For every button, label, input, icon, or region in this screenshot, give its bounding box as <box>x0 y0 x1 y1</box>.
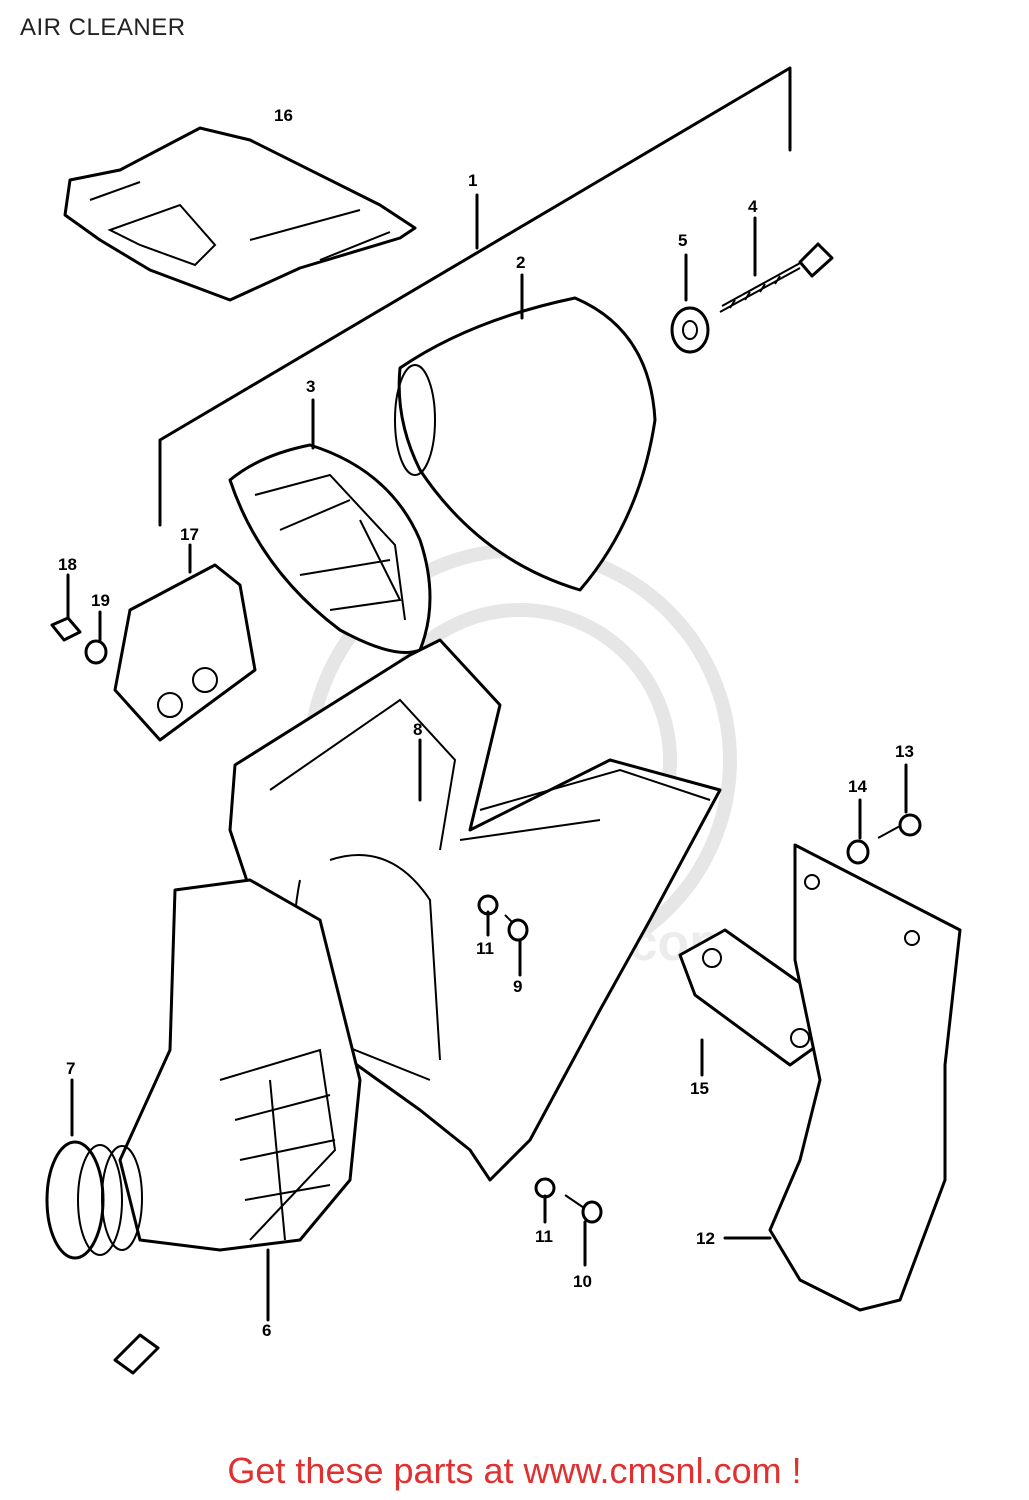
callout-14: 14 <box>848 777 867 796</box>
callout-6: 6 <box>262 1321 271 1340</box>
part-1-bracket <box>158 66 792 527</box>
callout-16: 16 <box>274 106 293 125</box>
callout-4: 4 <box>748 197 758 216</box>
small-clip <box>113 1333 160 1375</box>
part-18-bolt <box>50 573 82 642</box>
callout-12: 12 <box>696 1229 715 1248</box>
part-7-clamp <box>45 1078 143 1260</box>
callout-3: 3 <box>306 377 315 396</box>
part-3-cage <box>228 398 432 654</box>
part-9-bolt <box>504 914 529 977</box>
parts-diagram: www.cmsnl.com <box>45 66 962 1375</box>
part-13-bolt <box>877 763 922 839</box>
part-14-washer <box>846 798 870 865</box>
callout-18: 18 <box>58 555 77 574</box>
part-11-nut-lower <box>534 1177 556 1224</box>
callout-9: 9 <box>513 977 522 996</box>
part-10-bolt <box>564 1194 603 1267</box>
callout-11-lower: 11 <box>535 1227 553 1246</box>
footer-link-text[interactable]: Get these parts at www.cmsnl.com ! <box>227 1450 802 1491</box>
part-4-screw <box>719 216 834 313</box>
callout-5: 5 <box>678 231 687 250</box>
callout-2: 2 <box>516 253 525 272</box>
callout-17: 17 <box>180 525 199 544</box>
part-16-cover <box>63 126 417 302</box>
callout-10: 10 <box>573 1272 592 1291</box>
callout-19: 19 <box>91 591 110 610</box>
part-19-washer <box>84 610 108 665</box>
part-17-plate <box>113 543 257 742</box>
part-5-washer <box>670 253 710 354</box>
part-12-side-cover <box>723 843 962 1312</box>
part-11-nut-upper <box>477 894 499 937</box>
callout-13: 13 <box>895 742 914 761</box>
callout-1: 1 <box>468 171 477 190</box>
page-title: AIR CLEANER <box>20 14 186 41</box>
part-6-intake-boot <box>118 878 362 1322</box>
callout-7: 7 <box>66 1059 75 1078</box>
callout-8: 8 <box>413 720 422 739</box>
part-2-filter <box>394 273 657 592</box>
callout-15: 15 <box>690 1079 709 1098</box>
callout-11-upper: 11 <box>476 939 494 958</box>
